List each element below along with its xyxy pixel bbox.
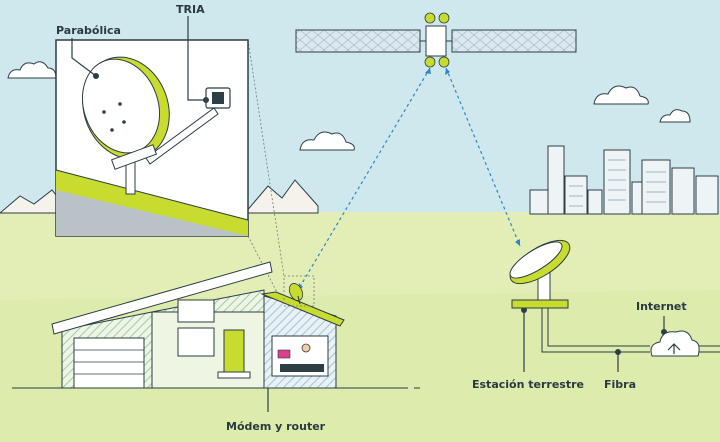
label-estacion-terrestre: Estación terrestre (472, 378, 584, 391)
station-platform (511, 299, 569, 309)
station-dish (509, 241, 563, 279)
satellite-antenna (438, 56, 450, 68)
satellite-body (425, 25, 447, 57)
ground-station (509, 239, 571, 309)
house-main-roof (51, 261, 273, 335)
cloud-left (7, 61, 57, 79)
cloud-right (593, 85, 649, 105)
signal-links (297, 67, 521, 291)
cloud-mid (299, 131, 355, 151)
house-dish-highlight (283, 275, 315, 307)
dish-inset (55, 39, 249, 237)
solar-panel-left (295, 29, 421, 53)
label-fibra: Fibra (604, 378, 636, 391)
house (51, 261, 345, 389)
router-icon (277, 349, 291, 359)
cloud-far-right (659, 109, 691, 123)
garage-door (73, 337, 145, 389)
inset-feed-arm (145, 107, 219, 165)
label-modem-router: Módem y router (226, 420, 326, 433)
front-door (223, 329, 245, 373)
skyline-windows (569, 159, 666, 207)
label-tria: TRIA (176, 3, 205, 16)
inset-roof-gray (56, 190, 248, 236)
house-dish-icon (288, 283, 304, 305)
house-annex-roof (260, 291, 345, 327)
satellite-antenna (438, 12, 450, 24)
label-parabolica: Parabólica (56, 24, 121, 37)
solar-panel-right (451, 29, 577, 53)
door-step (217, 371, 251, 379)
satellite (295, 12, 577, 68)
clouds (7, 61, 691, 151)
satellite-antenna (424, 12, 436, 24)
uplink-house (297, 67, 431, 291)
link-ground-station (445, 67, 521, 247)
label-internet: Internet (636, 300, 687, 313)
window-top (177, 299, 215, 323)
window-bottom (177, 327, 215, 357)
person-icon (301, 343, 311, 353)
satellite-antenna (424, 56, 436, 68)
internet-cloud-icon (650, 330, 700, 357)
